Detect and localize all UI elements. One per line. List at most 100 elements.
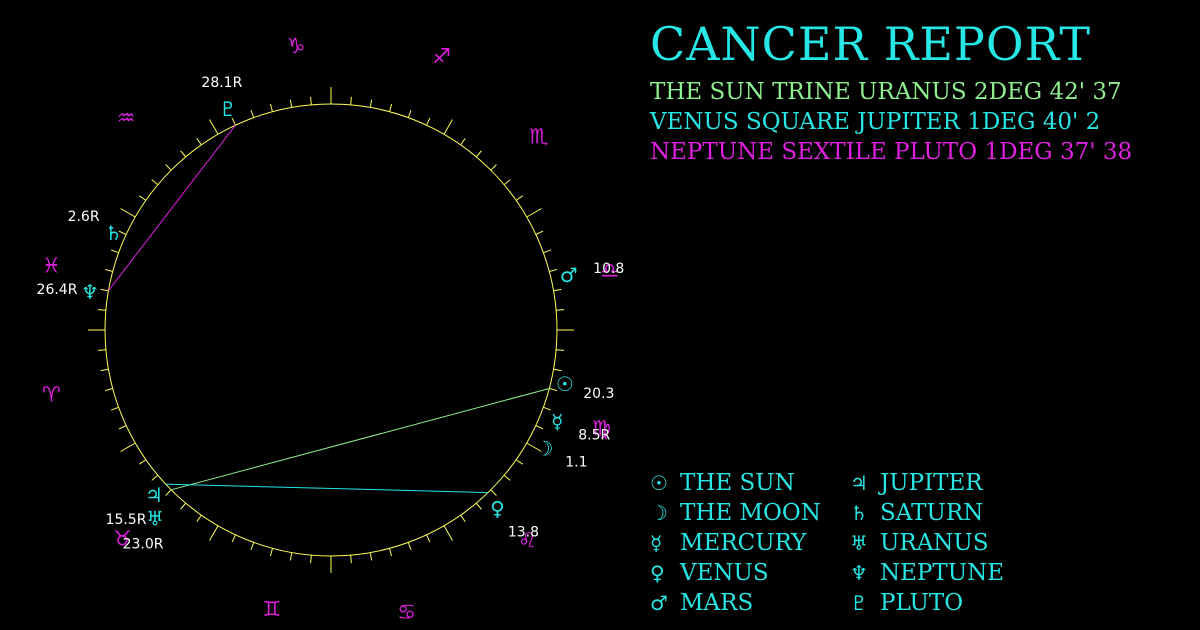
legend-label: MERCURY [680,530,807,556]
degree-tick [490,164,497,171]
degree-tick [110,406,119,411]
neptune-icon: ♆ [81,280,99,304]
jupiter-icon: ♃ [145,483,163,507]
degree-tick [104,388,113,392]
uranus-degree-label: 23.0R [123,537,164,553]
sagittarius-icon: ♐ [432,44,451,68]
degree-ticks [88,87,574,573]
scorpio-icon: ♏ [529,124,548,148]
degree-tick [535,425,544,430]
venus-icon: ♀ [650,561,665,585]
neptune-icon: ♆ [850,561,868,585]
degree-tick [443,525,453,541]
saturn-icon: ♄ [850,501,868,525]
pluto-icon: ♇ [850,591,868,615]
legend-item-jupiter: ♃JUPITER [850,468,983,498]
degree-tick [543,249,552,254]
legend-label: URANUS [880,530,989,556]
venus-icon: ♀ [490,496,505,520]
degree-tick [556,349,565,351]
report-title: CANCER REPORT [650,17,1092,71]
virgo-icon: ♍ [592,417,611,441]
degree-tick [269,103,273,112]
mercury-icon: ☿ [650,531,663,555]
pisces-icon: ♓ [42,253,61,277]
zodiac-wheel: ♑♐♏♎♍♌♋♊♉♈♓♒ ☉20.3☽1.1☿8.5R♀13.8♂10.8♃15… [37,34,625,624]
degree-tick [389,103,393,112]
degree-tick [475,502,482,510]
degree-tick [350,555,352,564]
degree-tick [369,552,373,561]
degree-tick [269,548,273,557]
degree-tick [289,99,293,108]
legend-label: NEPTUNE [880,560,1005,586]
degree-tick [407,109,412,118]
degree-tick [180,502,187,510]
cancer-icon: ♋ [397,600,416,624]
legend-item-sun: ☉ THE SUN [650,468,795,498]
degree-tick [549,388,558,392]
degree-tick [460,514,466,522]
degree-tick [526,442,542,452]
degree-tick [460,138,466,146]
degree-tick [250,542,255,551]
degree-tick [556,309,565,311]
degree-tick [209,119,219,135]
gemini-icon: ♊ [262,597,281,621]
libra-icon: ♎ [600,259,619,283]
sun-degree-label: 20.3 [583,386,614,402]
planet-markers: ☉20.3☽1.1☿8.5R♀13.8♂10.8♃15.5R♄2.6R♅23.0… [37,75,625,553]
legend-item-mars: ♂MARS [650,588,753,618]
aspect-line-neptune-pluto [108,124,236,292]
capricorn-icon: ♑ [287,34,306,58]
degree-tick [151,474,159,481]
jupiter-degree-label: 15.5R [106,512,147,528]
legend-item-neptune: ♆ NEPTUNE [850,558,1004,588]
degree-tick [231,117,236,126]
degree-tick [389,548,393,557]
mars-degree-label: 10.8 [593,261,624,277]
legend-item-moon: ☽ THE MOON [650,498,821,528]
degree-tick [118,425,127,430]
degree-tick [100,288,109,292]
degree-tick [120,442,136,452]
degree-tick [97,349,106,351]
saturn-degree-label: 2.6R [68,209,100,225]
degree-tick [553,368,562,372]
degree-tick [139,195,147,201]
pluto-degree-label: 28.1R [201,75,242,91]
neptune-degree-label: 26.4R [37,282,78,298]
aspect-lines [108,124,550,494]
planet-legend: ☉ THE SUN ☽ THE MOON ☿ MERCURY ♀ VENUS ♂MARS… [650,468,1050,618]
degree-tick [475,150,482,158]
degree-tick [369,99,373,108]
degree-tick [426,117,431,126]
jupiter-icon: ♃ [850,471,868,495]
moon-icon: ☽ [650,501,668,525]
degree-tick [139,459,147,465]
legend-item-pluto: ♇PLUTO [850,588,963,618]
degree-tick [165,489,172,496]
degree-tick [151,179,159,186]
degree-tick [196,514,202,522]
legend-label: THE SUN [680,470,795,496]
mercury-icon: ☿ [551,409,563,433]
legend-label: THE MOON [680,500,821,526]
aspect-line-sun-uranus [171,388,550,491]
degree-tick [515,195,523,201]
sun-icon: ☉ [650,471,668,495]
taurus-icon: ♉ [113,527,132,551]
degree-tick [535,230,544,235]
legend-label: VENUS [680,560,769,586]
saturn-icon: ♄ [105,221,123,245]
degree-tick [503,179,511,186]
venus-degree-label: 13.8 [508,524,539,540]
degree-tick [407,542,412,551]
aspect-sun-trine-uranus: THE SUN TRINE URANUS 2DEG 42' 37 [650,79,1122,105]
degree-tick [118,230,127,235]
degree-tick [549,268,558,272]
aquarius-icon: ♒ [117,106,136,130]
sun-icon: ☉ [556,372,574,396]
degree-tick [250,109,255,118]
degree-tick [426,534,431,543]
